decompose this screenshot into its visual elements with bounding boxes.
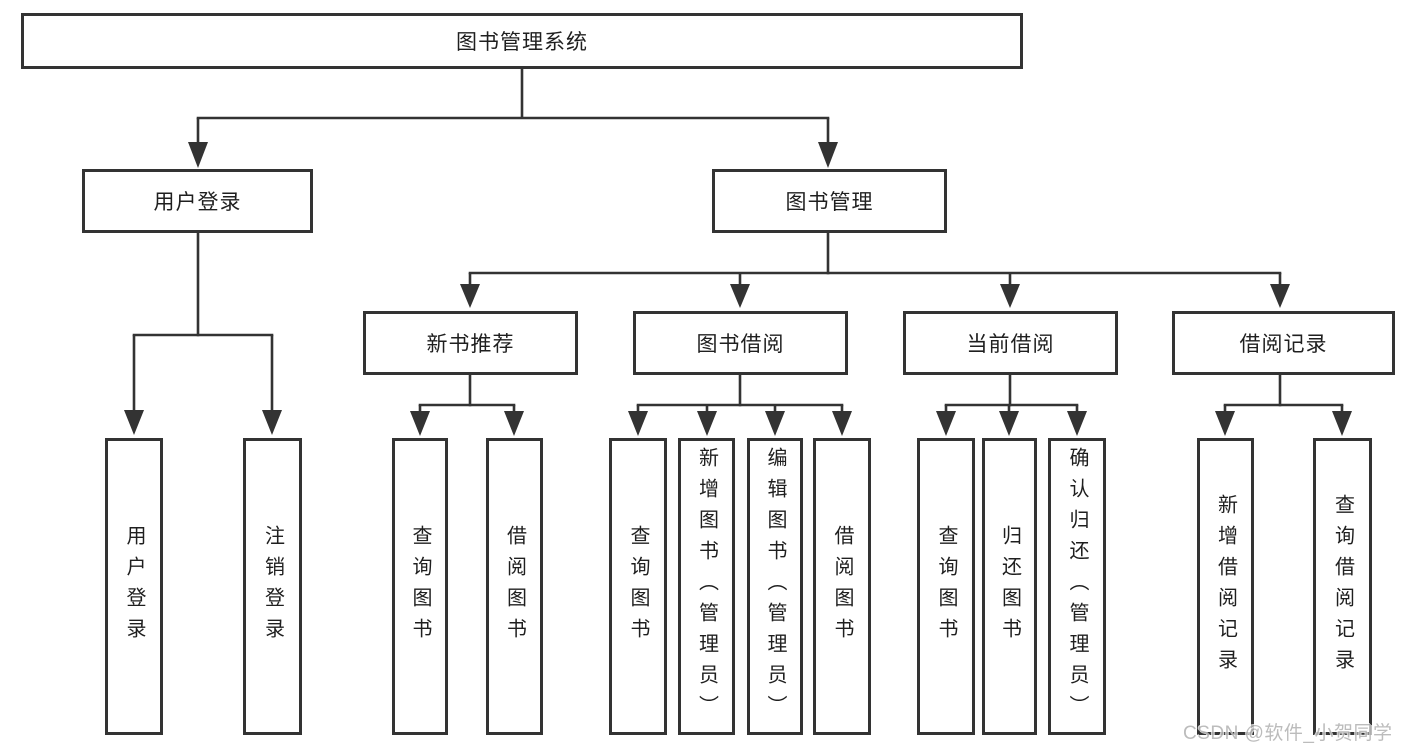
node-label: 用户登录 <box>123 524 145 649</box>
arrowhead-icon <box>936 411 956 436</box>
arrowhead-icon <box>262 410 282 435</box>
node-label: 当前借阅 <box>966 333 1055 356</box>
leaf-return-book: 归还图书 <box>982 438 1037 735</box>
node-label: 新增借阅记录 <box>1214 493 1237 680</box>
arrowhead-icon <box>818 142 838 168</box>
node-label: 查询借阅记录 <box>1331 493 1354 680</box>
arrowhead-icon <box>999 411 1019 436</box>
leaf-borrow-books: 借阅图书 <box>813 438 871 735</box>
arrowhead-icon <box>124 410 144 435</box>
leaf-query-books-current: 查询图书 <box>917 438 975 735</box>
arrowhead-icon <box>832 411 852 436</box>
node-label: 借阅图书 <box>503 524 526 649</box>
leaf-add-book-admin: 新增图书（管理员） <box>678 438 735 735</box>
arrowhead-icon <box>697 411 717 436</box>
arrowhead-icon <box>628 411 648 436</box>
watermark: CSDN @软件_小贺同学 <box>1183 723 1393 744</box>
leaf-confirm-return-admin: 确认归还（管理员） <box>1048 438 1106 735</box>
node-book-management: 图书管理 <box>712 169 947 233</box>
leaf-edit-book-admin: 编辑图书（管理员） <box>747 438 803 735</box>
leaf-borrow-books-recommend: 借阅图书 <box>486 438 543 735</box>
node-label: 图书管理 <box>785 191 874 214</box>
connector-borrow-records-children <box>1215 375 1352 436</box>
arrowhead-icon <box>730 284 750 308</box>
node-book-borrow: 图书借阅 <box>633 311 848 375</box>
node-label: 查询图书 <box>409 524 431 649</box>
node-current-borrow: 当前借阅 <box>903 311 1118 375</box>
node-label: 编辑图书（管理员） <box>764 447 786 726</box>
connector-new-book-children <box>410 375 524 436</box>
arrowhead-icon <box>1332 411 1352 436</box>
arrowhead-icon <box>765 411 785 436</box>
node-label: 借阅记录 <box>1239 333 1328 356</box>
node-label: 注销登录 <box>261 524 284 649</box>
leaf-query-books-borrow: 查询图书 <box>609 438 667 735</box>
node-label: 图书管理系统 <box>456 31 588 54</box>
node-label: 用户登录 <box>153 191 242 214</box>
arrowhead-icon <box>1270 284 1290 308</box>
arrowhead-icon <box>188 142 208 168</box>
leaf-query-books-recommend: 查询图书 <box>392 438 448 735</box>
arrowhead-icon <box>504 411 524 436</box>
node-user-login: 用户登录 <box>82 169 313 233</box>
leaf-logout: 注销登录 <box>243 438 302 735</box>
node-label: 查询图书 <box>935 524 957 649</box>
arrowhead-icon <box>1000 284 1020 308</box>
leaf-query-borrow-record: 查询借阅记录 <box>1313 438 1372 735</box>
node-borrow-records: 借阅记录 <box>1172 311 1395 375</box>
arrowhead-icon <box>1067 411 1087 436</box>
connector-user-login-children <box>124 233 282 435</box>
node-label: 归还图书 <box>998 524 1021 649</box>
node-label: 新书推荐 <box>426 333 515 356</box>
node-label: 借阅图书 <box>831 524 853 649</box>
node-new-book-recommend: 新书推荐 <box>363 311 578 375</box>
leaf-add-borrow-record: 新增借阅记录 <box>1197 438 1254 735</box>
node-label: 查询图书 <box>627 524 649 649</box>
connector-book-borrow-children <box>628 375 852 436</box>
connector-root-to-level2 <box>188 69 838 168</box>
arrowhead-icon <box>410 411 430 436</box>
leaf-user-login: 用户登录 <box>105 438 163 735</box>
node-label: 图书借阅 <box>696 333 785 356</box>
connector-book-management-children <box>460 233 1290 308</box>
node-root: 图书管理系统 <box>21 13 1023 69</box>
connector-current-borrow-children <box>936 375 1087 436</box>
node-label: 新增图书（管理员） <box>695 447 718 726</box>
arrowhead-icon <box>1215 411 1235 436</box>
arrowhead-icon <box>460 284 480 308</box>
node-label: 确认归还（管理员） <box>1066 447 1088 726</box>
